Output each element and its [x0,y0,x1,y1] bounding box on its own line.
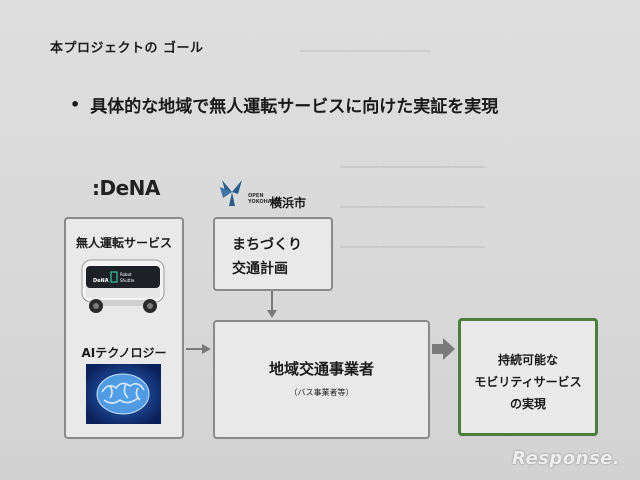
goal-line1: 持続可能な [497,353,558,367]
arrow-operator-to-goal [432,338,455,360]
dena-logo: :DeNA [92,176,160,200]
ai-technology-label: AIテクノロジー [81,346,167,360]
bullet-item: • 具体的な地域で無人運転サービスに向けた実証を実現 [70,92,498,117]
bullet-text: 具体的な地域で無人運転サービスに向けた実証を実現 [90,97,499,117]
goal-line3: の実現 [509,397,546,411]
open-yokohama-text: OPEN YOKOHAMA [248,193,281,205]
background-ghost-text: ━━━━━━━━━━━━━━━━━━━━ [340,200,485,214]
machizukuri-line1: まちづくり [232,237,302,253]
yokohama-city-label: 横浜市 [270,196,307,210]
machizukuri-text: まちづくり 交通計画 [232,233,302,281]
arrow-dena-to-operator [186,344,211,354]
driverless-service-label: 無人運転サービス [75,236,172,250]
goal-box [458,318,598,436]
background-ghost-text: ━━━━━━━━━━━━━━━━━━ [300,44,431,58]
slide-title: 本プロジェクトの ゴール [50,41,204,56]
operator-subtitle: （バス事業者等） [289,388,354,397]
goal-line2: モビリティサービス [474,375,582,389]
machizukuri-line2: 交通計画 [232,261,288,277]
yokohama-mark-icon [220,180,242,206]
machizukuri-box [213,217,333,291]
bus-logo-mark [110,271,118,283]
response-watermark: Response. [512,448,621,469]
open-yokohama-line1: OPEN [248,193,264,199]
background-ghost-text: ━━━━━━━━━━━━━━━━━━━━ [340,160,485,174]
open-yokohama-line2: YOKOHAMA [248,199,281,205]
open-yokohama-logo: OPEN YOKOHAMA [217,178,281,208]
goal-text: 持続可能な モビリティサービス の実現 [458,349,598,415]
background-ghost-text: ━━━━━━━━━━━━━━━━━━━━ [340,240,485,254]
bus-label-3: Shuttle [120,278,135,283]
robot-shuttle-bus-icon: DeNA Robot Shuttle [81,259,165,313]
bus-label-2: Robot [120,272,132,277]
arrow-machizukuri-to-operator [267,291,277,318]
ai-brain-icon [86,364,161,424]
operator-box [213,320,430,439]
operator-title: 地域交通事業者 [268,360,374,378]
bus-label-1: DeNA [93,278,109,284]
bullet-dot-icon: • [70,95,81,114]
